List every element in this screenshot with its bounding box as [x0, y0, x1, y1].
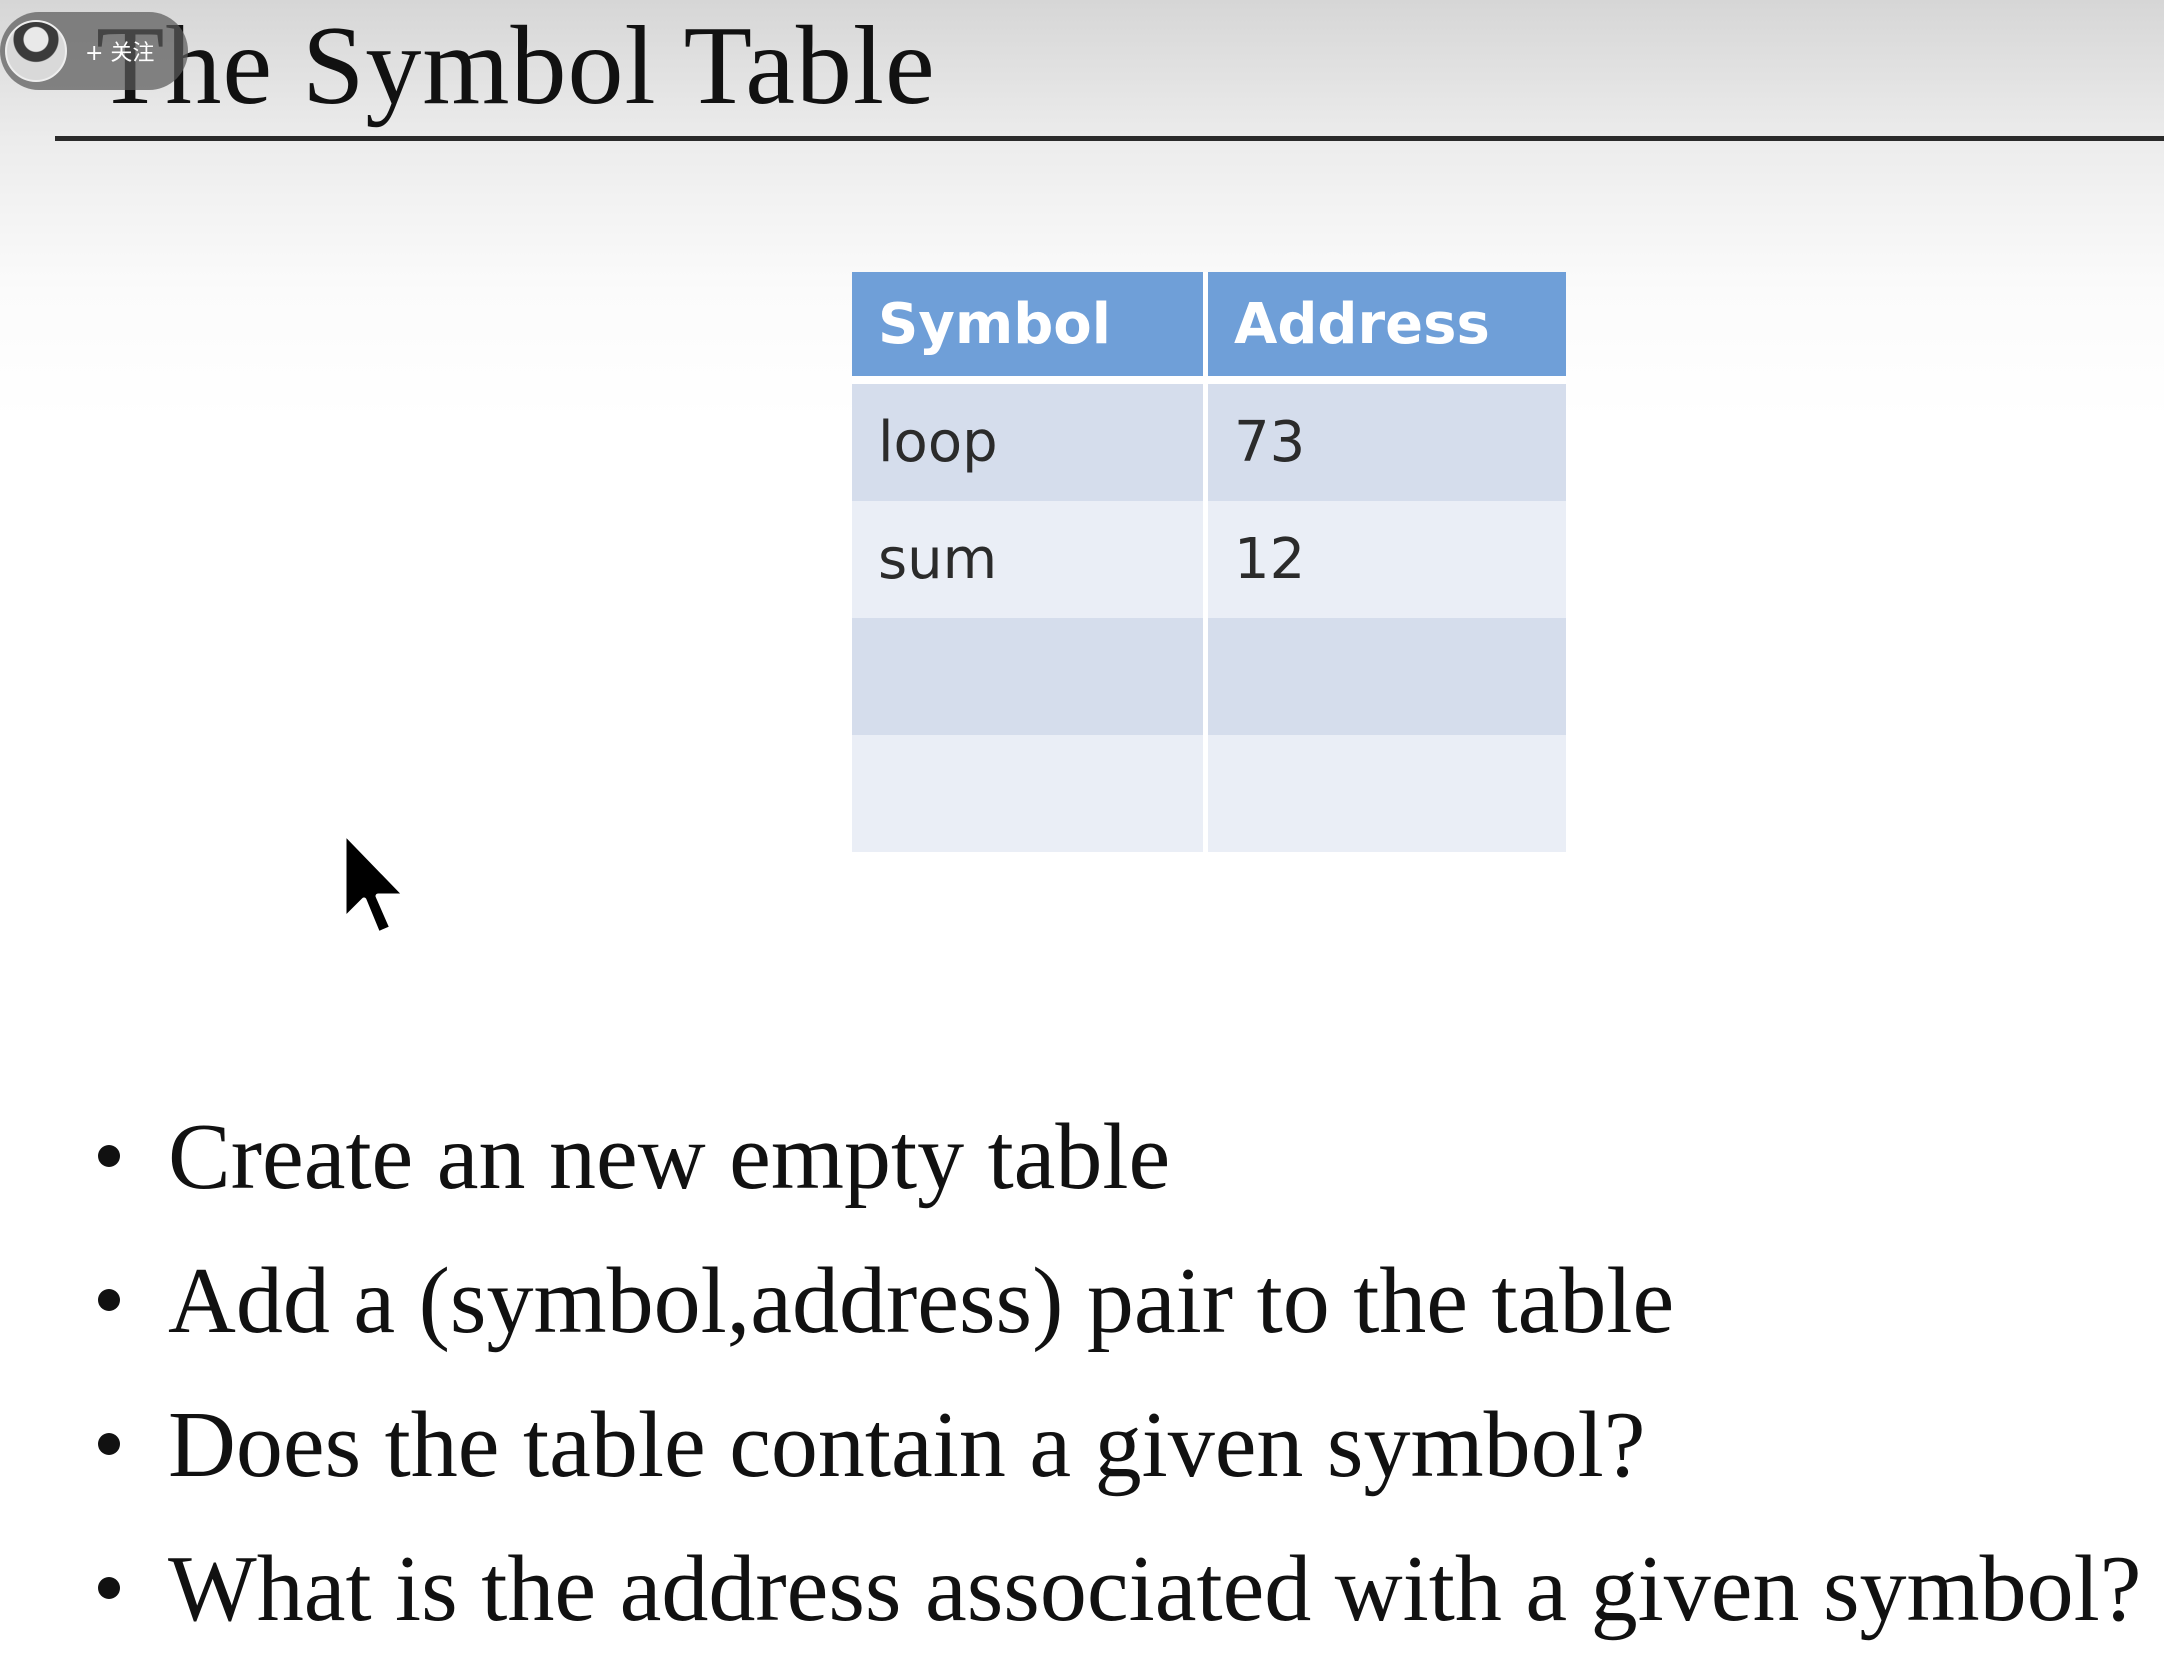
cell-symbol: loop [852, 384, 1208, 501]
cell-symbol: sum [852, 501, 1208, 618]
bullet-item: Create an new empty table [92, 1085, 2142, 1229]
bullet-list: Create an new empty table Add a (symbol,… [92, 1085, 2142, 1661]
header-address: Address [1208, 272, 1566, 384]
table-row [852, 735, 1566, 852]
slide-title: The Symbol Table [96, 4, 936, 128]
cell-address [1208, 618, 1566, 735]
bullet-dot [98, 1289, 120, 1311]
user-avatar-icon[interactable] [5, 20, 67, 82]
cell-symbol [852, 618, 1208, 735]
table-row: loop 73 [852, 384, 1566, 501]
bullet-text: What is the address associated with a gi… [168, 1537, 2142, 1641]
table-row: sum 12 [852, 501, 1566, 618]
header-symbol: Symbol [852, 272, 1208, 384]
bullet-item: What is the address associated with a gi… [92, 1517, 2142, 1661]
cell-address [1208, 735, 1566, 852]
mouse-pointer-icon [341, 829, 409, 937]
bullet-text: Create an new empty table [168, 1105, 1171, 1209]
follow-button[interactable]: + 关注 [0, 12, 188, 90]
bullet-text: Add a (symbol,address) pair to the table [168, 1249, 1675, 1353]
cell-symbol [852, 735, 1208, 852]
bullet-dot [98, 1577, 120, 1599]
symbol-table: Symbol Address loop 73 sum 12 [852, 272, 1566, 852]
bullet-item: Add a (symbol,address) pair to the table [92, 1229, 2142, 1373]
bullet-item: Does the table contain a given symbol? [92, 1373, 2142, 1517]
title-divider [55, 136, 2164, 141]
bullet-dot [98, 1145, 120, 1167]
table-header-row: Symbol Address [852, 272, 1566, 384]
follow-label: + 关注 [85, 41, 155, 66]
cell-address: 73 [1208, 384, 1566, 501]
bullet-dot [98, 1433, 120, 1455]
table-row [852, 618, 1566, 735]
bullet-text: Does the table contain a given symbol? [168, 1393, 1646, 1497]
cell-address: 12 [1208, 501, 1566, 618]
